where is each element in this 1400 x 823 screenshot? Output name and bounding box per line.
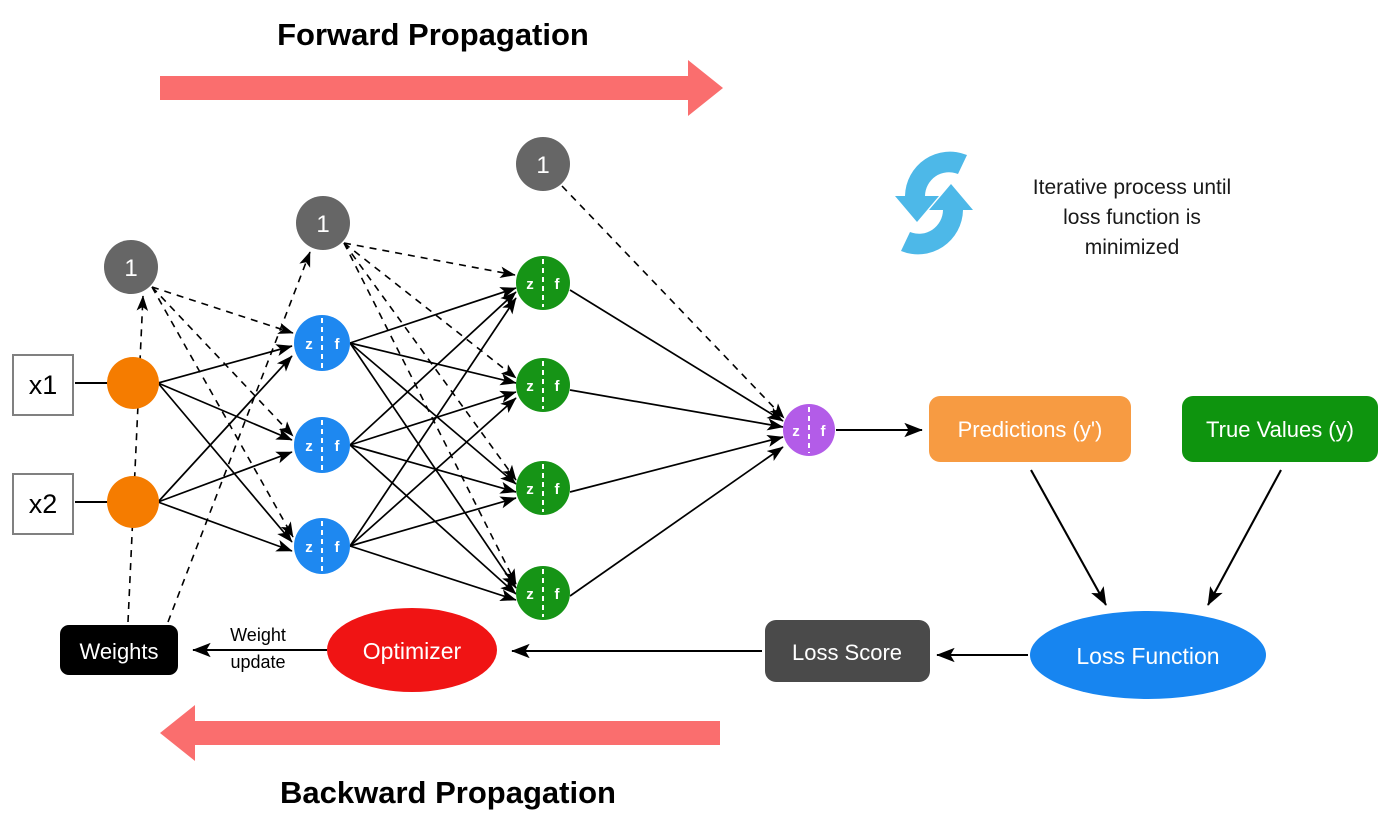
neuron-z-label: z	[792, 423, 800, 440]
hidden2-to-output-edges	[569, 289, 784, 597]
input-to-hidden1-edges	[157, 344, 293, 552]
neuron-f-label: f	[555, 586, 561, 603]
bias-node-label: 1	[316, 211, 329, 238]
input-node-x1[interactable]: x1	[12, 354, 74, 416]
hidden1-neuron-1[interactable]: z f	[294, 315, 350, 371]
neuron-z-label: z	[526, 586, 534, 603]
forward-propagation-title: Forward Propagation	[277, 17, 589, 52]
true-values-label: True Values (y)	[1206, 417, 1354, 442]
neuron-f-label: f	[335, 539, 341, 556]
hidden2-neuron-1[interactable]: z f	[516, 256, 570, 310]
neuron-z-label: z	[305, 539, 313, 556]
iterative-note-line3: minimized	[1085, 236, 1180, 259]
predictions-to-loss-arrow	[1030, 469, 1107, 606]
neuron-f-label: f	[821, 423, 827, 440]
loss-function-block[interactable]: Loss Function	[1030, 611, 1266, 699]
forward-propagation-arrow	[160, 60, 723, 116]
neuron-z-label: z	[305, 438, 313, 455]
neuron-z-label: z	[526, 481, 534, 498]
loss-function-label: Loss Function	[1076, 643, 1219, 669]
hidden1-neuron-3[interactable]: z f	[294, 518, 350, 574]
iterative-note-line1: Iterative process until	[1033, 176, 1231, 199]
input-neuron-2[interactable]	[107, 476, 159, 528]
bias-edges-group	[127, 185, 785, 623]
input-label-x1: x1	[29, 370, 58, 400]
optimizer-label: Optimizer	[363, 638, 462, 664]
neuron-f-label: f	[555, 481, 561, 498]
bias-node-label: 1	[124, 255, 137, 282]
hidden2-neuron-2[interactable]: z f	[516, 358, 570, 412]
neuron-z-label: z	[526, 378, 534, 395]
refresh-cycle-icon	[895, 151, 973, 255]
input-neuron-1[interactable]	[107, 357, 159, 409]
hidden1-to-hidden2-edges	[349, 287, 517, 601]
loss-score-block[interactable]: Loss Score	[765, 620, 930, 682]
neuron-f-label: f	[555, 276, 561, 293]
true-values-to-loss-arrow	[1207, 469, 1282, 606]
loss-score-label: Loss Score	[792, 640, 902, 665]
hidden2-neuron-3[interactable]: z f	[516, 461, 570, 515]
output-neuron[interactable]: z f	[783, 404, 835, 456]
neuron-f-label: f	[335, 438, 341, 455]
predictions-label: Predictions (y')	[958, 417, 1103, 442]
predictions-block[interactable]: Predictions (y')	[929, 396, 1131, 462]
input-node-x2[interactable]: x2	[12, 473, 74, 535]
iterative-note-line2: loss function is	[1063, 206, 1201, 229]
weight-update-label-line1: Weight	[230, 625, 286, 645]
optimizer-block[interactable]: Optimizer	[327, 608, 497, 692]
bias-node-3[interactable]: 1	[516, 137, 570, 191]
neuron-z-label: z	[526, 276, 534, 293]
input-label-x2: x2	[29, 489, 58, 519]
backward-propagation-title: Backward Propagation	[280, 775, 616, 810]
weights-label: Weights	[79, 639, 158, 664]
weights-block[interactable]: Weights	[60, 625, 178, 675]
bias-node-2[interactable]: 1	[296, 196, 350, 250]
true-values-block[interactable]: True Values (y)	[1182, 396, 1378, 462]
bias-node-1[interactable]: 1	[104, 240, 158, 294]
neuron-f-label: f	[335, 336, 341, 353]
hidden2-neuron-4[interactable]: z f	[516, 566, 570, 620]
hidden1-neuron-2[interactable]: z f	[294, 417, 350, 473]
weight-update-label-line2: update	[230, 652, 285, 672]
neuron-f-label: f	[555, 378, 561, 395]
backward-propagation-arrow	[160, 705, 720, 761]
neuron-z-label: z	[305, 336, 313, 353]
bias-node-label: 1	[536, 152, 549, 179]
